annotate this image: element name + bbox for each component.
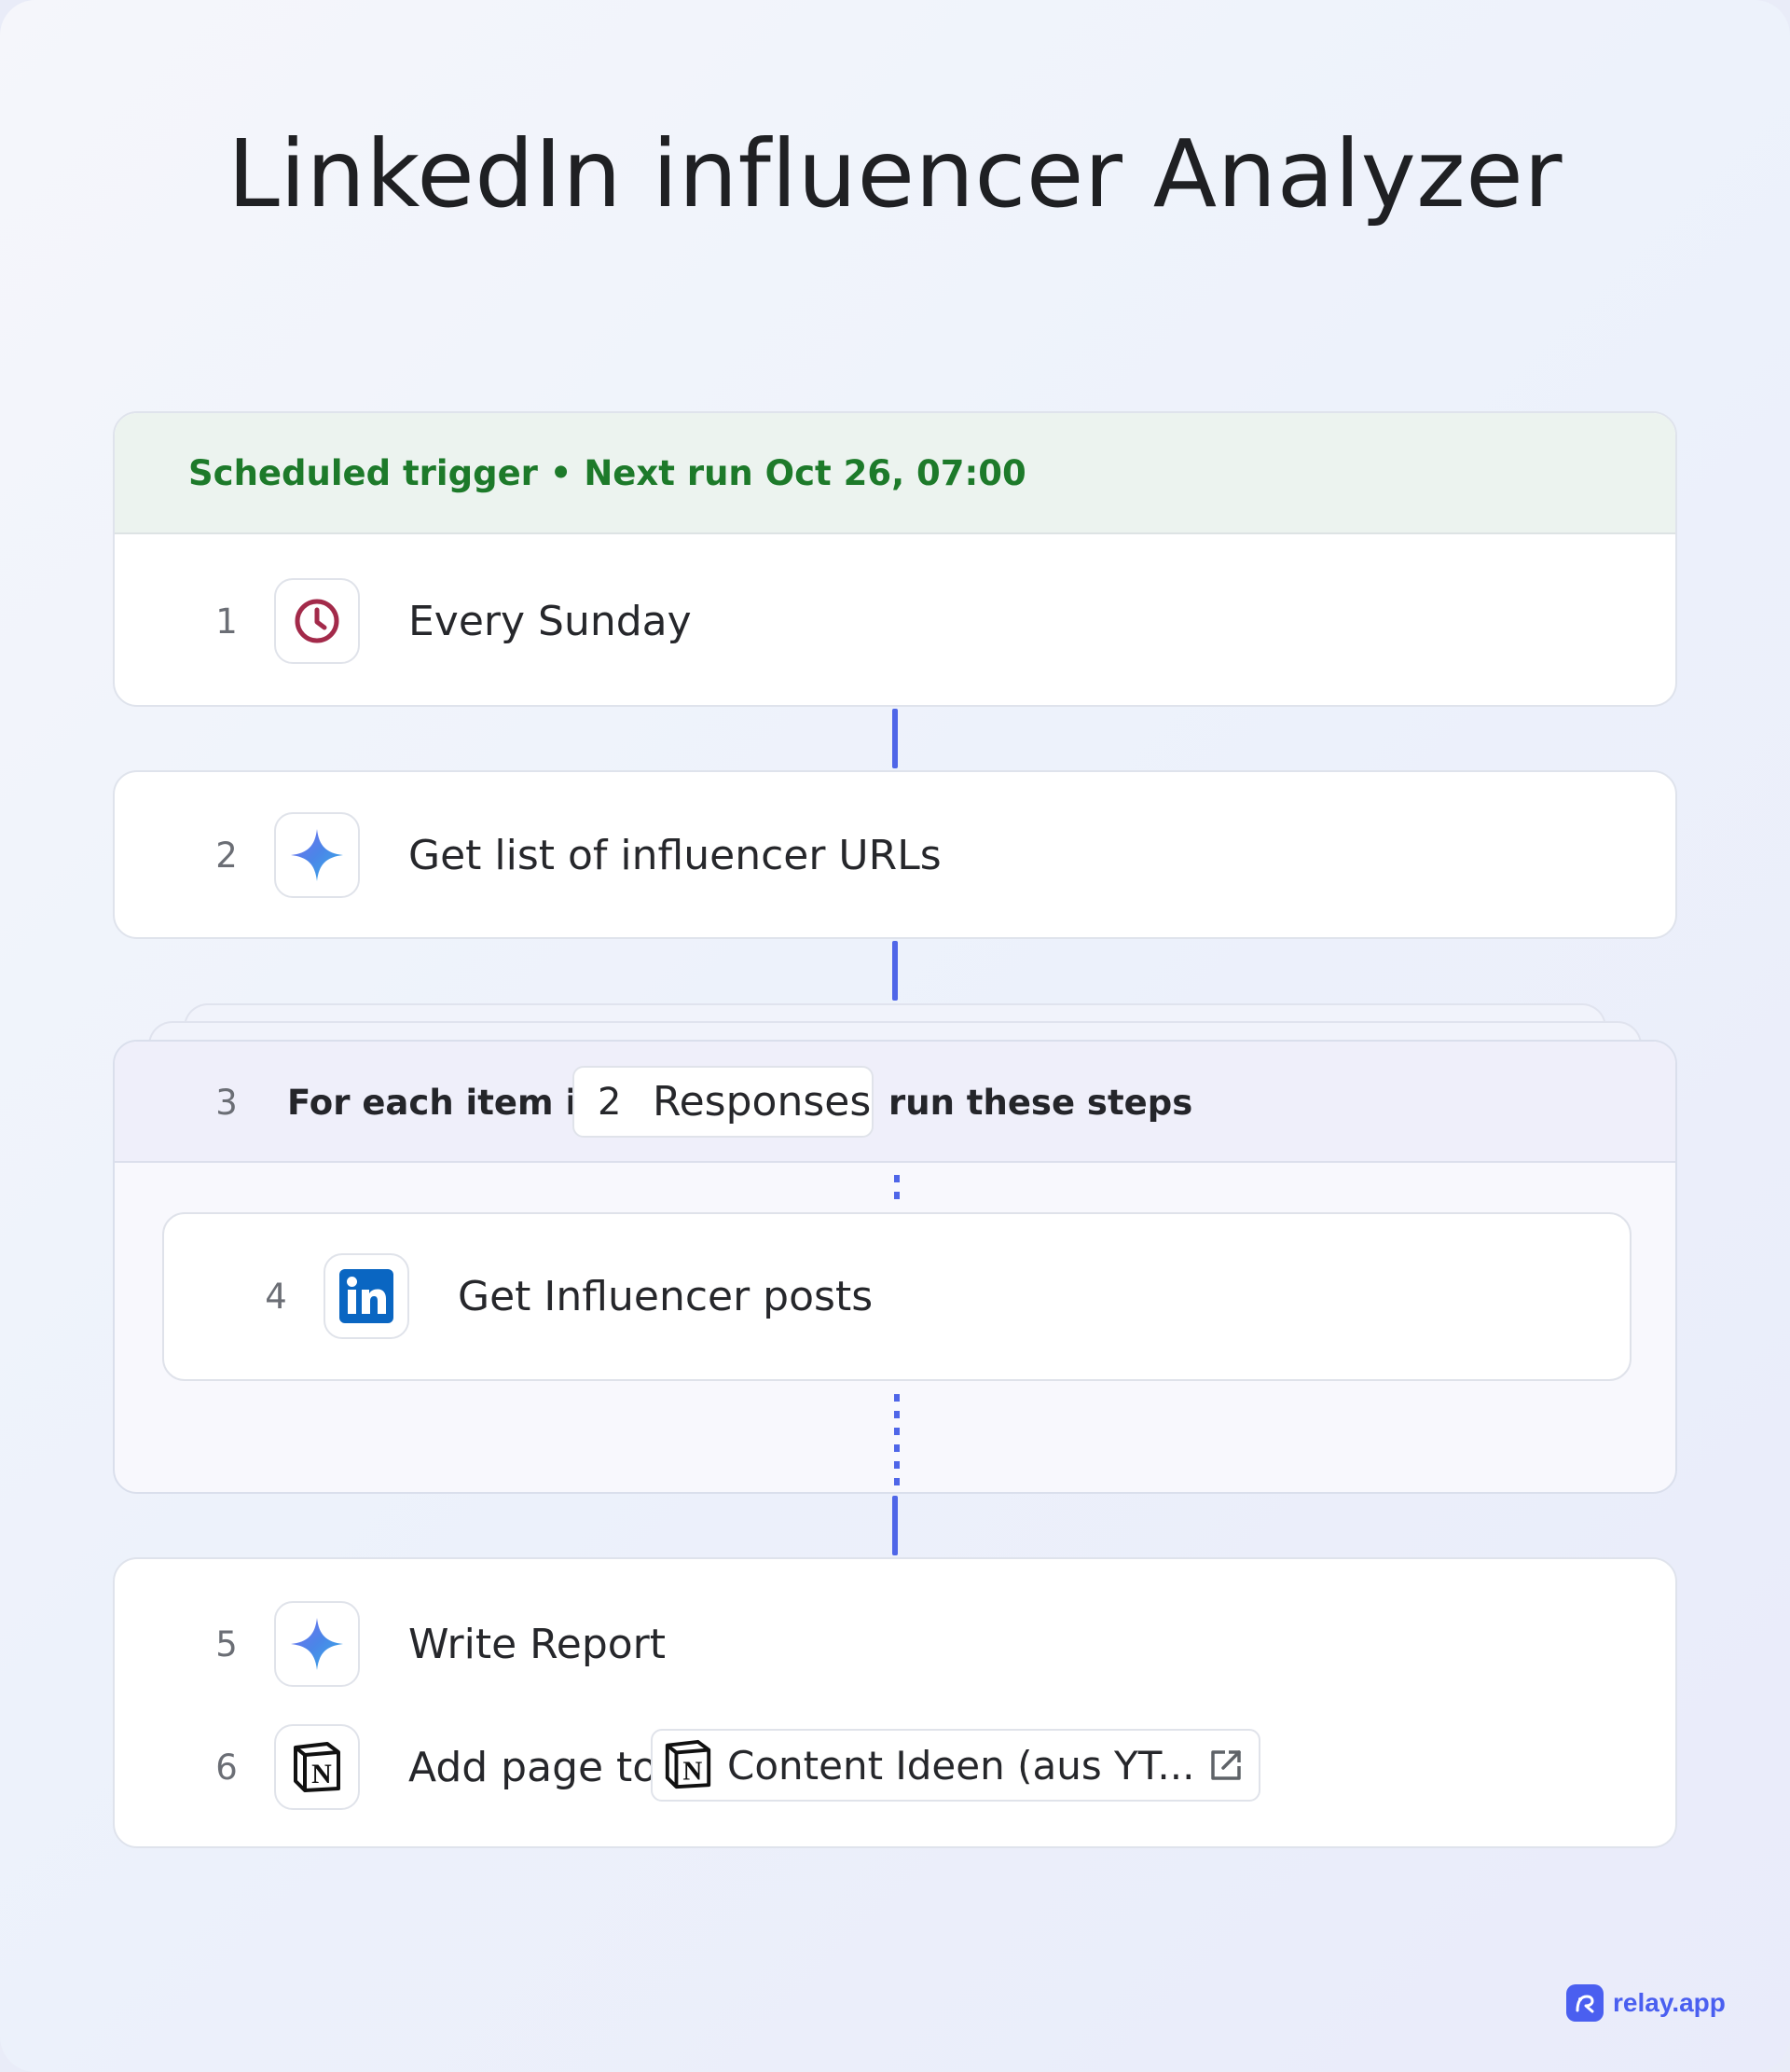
step-label: Write Report xyxy=(408,1620,667,1668)
notion-database-chip[interactable]: N Content Ideen (aus YT... xyxy=(651,1729,1260,1802)
dotted-connector xyxy=(894,1175,900,1201)
dotted-connector xyxy=(894,1394,900,1492)
loop-prefix: For each item in xyxy=(287,1082,602,1123)
step-2-card[interactable]: 2 Get list of influencer URLs xyxy=(113,770,1677,939)
connector-line xyxy=(892,709,898,768)
responses-chip[interactable]: 2 Responses xyxy=(572,1066,874,1138)
loop-header[interactable]: 3 For each item in 2 Responses run these… xyxy=(115,1042,1675,1163)
step-2[interactable]: 2 Get list of influencer URLs xyxy=(115,812,1675,898)
trigger-card[interactable]: Scheduled trigger • Next run Oct 26, 07:… xyxy=(113,411,1677,707)
step-4[interactable]: 4 Get Influencer posts xyxy=(164,1253,1630,1339)
sparkle-icon xyxy=(274,1601,360,1687)
step-label: Get list of influencer URLs xyxy=(408,831,942,879)
relay-logo-icon xyxy=(1566,1984,1604,2022)
step-number: 6 xyxy=(215,1747,238,1788)
final-steps-card[interactable]: 5 Write Report 6 xyxy=(113,1557,1677,1848)
step-6[interactable]: 6 N Add page to N xyxy=(115,1724,1675,1810)
step-label: Add page to xyxy=(408,1743,658,1791)
notion-icon: N xyxy=(662,1738,716,1792)
linkedin-icon xyxy=(324,1253,409,1339)
relay-logo: relay.app xyxy=(1566,1984,1726,2022)
step-number: 1 xyxy=(215,601,238,642)
relay-logo-text: relay.app xyxy=(1613,1988,1726,2017)
connector-line xyxy=(892,1496,898,1555)
step-1[interactable]: 1 Every Sunday xyxy=(115,578,1675,664)
chip-number: 2 xyxy=(598,1080,622,1124)
connector-line xyxy=(892,941,898,1001)
step-number: 2 xyxy=(215,835,238,876)
step-number: 4 xyxy=(265,1276,287,1317)
sparkle-icon xyxy=(274,812,360,898)
svg-text:N: N xyxy=(311,1759,332,1789)
notion-icon: N xyxy=(274,1724,360,1810)
step-label: Get Influencer posts xyxy=(458,1272,874,1320)
step-5[interactable]: 5 Write Report xyxy=(115,1601,1675,1687)
trigger-header: Scheduled trigger • Next run Oct 26, 07:… xyxy=(115,413,1675,534)
loop-suffix: run these steps xyxy=(888,1082,1193,1123)
svg-text:N: N xyxy=(682,1756,702,1786)
chip-label: Responses xyxy=(653,1078,872,1126)
step-number: 5 xyxy=(215,1623,238,1665)
step-number: 3 xyxy=(215,1082,238,1123)
notion-database-name: Content Ideen (aus YT... xyxy=(727,1742,1195,1789)
external-link-icon[interactable] xyxy=(1206,1747,1244,1785)
loop-container[interactable]: 3 For each item in 2 Responses run these… xyxy=(113,1040,1677,1494)
step-4-card[interactable]: 4 Get Influencer posts xyxy=(162,1212,1632,1381)
page-title: LinkedIn influencer Analyzer xyxy=(227,119,1563,228)
step-label: Every Sunday xyxy=(408,597,692,645)
clock-icon xyxy=(274,578,360,664)
